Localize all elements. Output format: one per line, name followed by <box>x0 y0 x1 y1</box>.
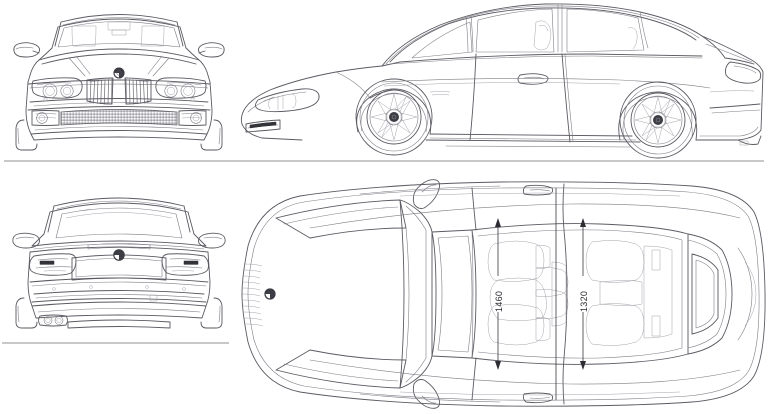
view-top: 1460 1320 <box>241 179 766 409</box>
dimension-1320: 1320 <box>579 218 589 370</box>
dimension-1460: 1460 <box>494 218 504 370</box>
ground-line-lower <box>2 342 229 344</box>
view-front <box>13 14 225 151</box>
view-side <box>240 3 764 159</box>
dimension-1320-label: 1320 <box>579 291 589 312</box>
ground-line-upper <box>4 160 764 162</box>
dimension-1460-label: 1460 <box>494 291 504 312</box>
view-rear <box>12 197 226 329</box>
